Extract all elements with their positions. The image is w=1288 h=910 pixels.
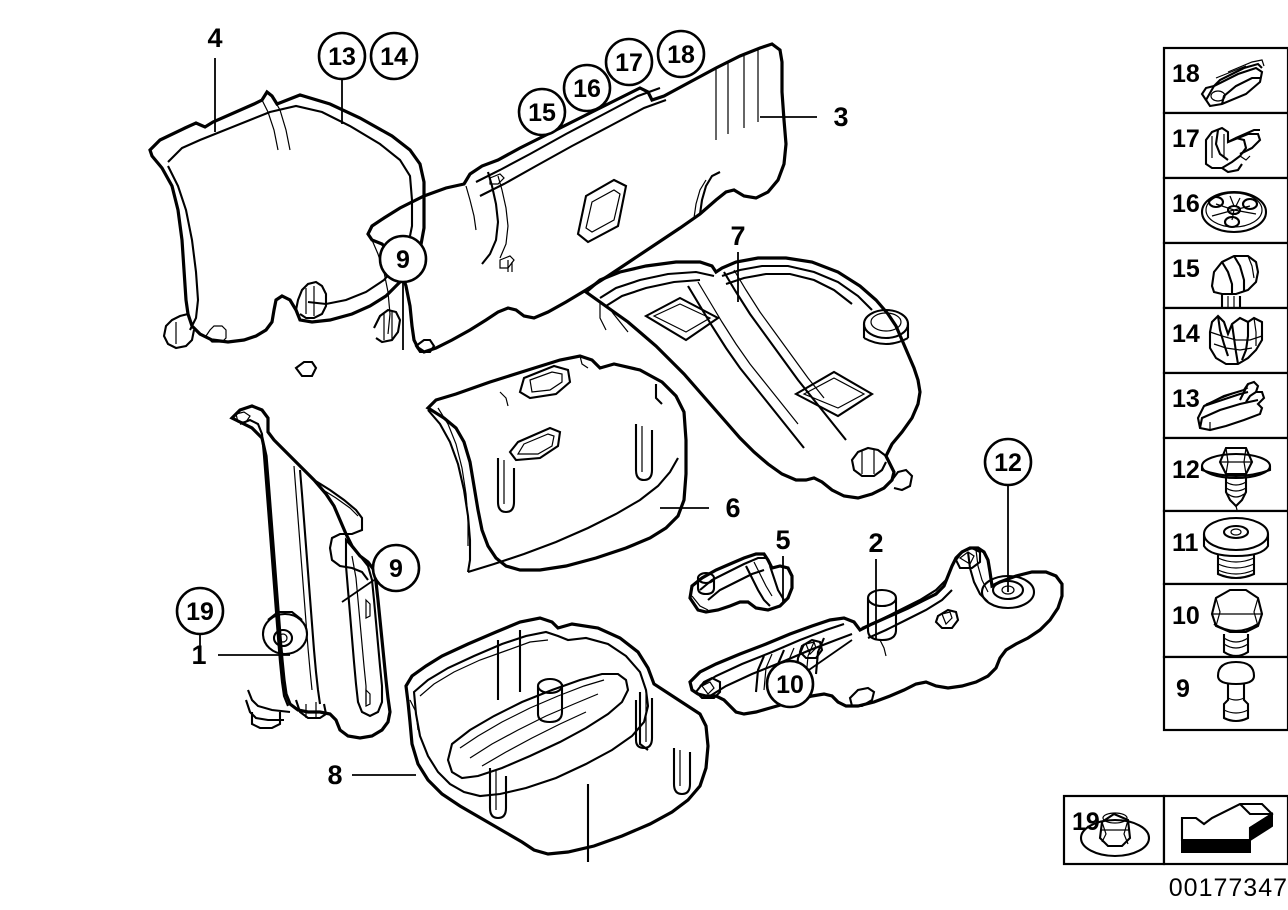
- callout-17[interactable]: 17: [604, 37, 654, 87]
- legend-cell-11[interactable]: 11: [1162, 509, 1288, 586]
- callout-3[interactable]: 3: [833, 102, 848, 132]
- callout-15-label: 15: [528, 99, 556, 127]
- legend-cell-9[interactable]: 9: [1162, 655, 1288, 732]
- part-1-left-pillar-trim: [229, 404, 392, 740]
- callout-1-label: 1: [191, 640, 206, 670]
- hex-nut-with-washer-icon: [1079, 812, 1151, 858]
- callout-5[interactable]: 5: [775, 525, 790, 555]
- legend-cell-11-number: 11: [1172, 529, 1199, 557]
- callout-13-label: 13: [328, 43, 356, 71]
- legend-cell-17-box: [1162, 111, 1288, 180]
- callout-16[interactable]: 16: [562, 63, 612, 113]
- round-head-plug-screw-icon: [1202, 516, 1270, 580]
- callout-15-circle: [517, 87, 567, 137]
- callout-10-label: 10: [776, 671, 804, 699]
- legend-cell-19[interactable]: 19: [1062, 794, 1166, 866]
- hex-flange-bolt-icon: [1210, 588, 1264, 658]
- legend-cell-10[interactable]: 10: [1162, 582, 1288, 659]
- legend-cell-12[interactable]: 12: [1162, 436, 1288, 515]
- legend-cell-15-number: 15: [1172, 255, 1200, 283]
- callout-8-label: 8: [327, 760, 342, 790]
- flat-spring-clip-icon: [1196, 380, 1266, 432]
- callout-9-lower-circle: [371, 543, 421, 593]
- callout-3-label: 3: [833, 102, 848, 132]
- callout-18[interactable]: 18: [656, 29, 706, 79]
- callout-9-upper-label: 9: [396, 246, 410, 274]
- callout-2[interactable]: 2: [868, 528, 883, 558]
- legend-cell-16-number: 16: [1172, 190, 1200, 218]
- part-6-storage-box-lid: [425, 354, 688, 574]
- callout-8[interactable]: 8: [327, 760, 342, 790]
- hex-head-washer-screw-icon: [1200, 446, 1272, 515]
- callout-13[interactable]: 13: [317, 31, 367, 81]
- callout-17-circle: [604, 37, 654, 87]
- diagram-id-code: 00177347: [1169, 874, 1288, 902]
- legend-cell-15[interactable]: 15: [1162, 241, 1288, 318]
- legend-cell-19-number: 19: [1072, 808, 1100, 836]
- callout-19-label: 19: [186, 598, 214, 626]
- callout-12-label: 12: [994, 449, 1022, 477]
- callout-4-label: 4: [207, 23, 222, 53]
- callout-12-circle: [983, 437, 1033, 487]
- retaining-clip-bracket-icon: [1200, 59, 1265, 108]
- callout-18-label: 18: [667, 41, 695, 69]
- callout-19[interactable]: 19: [175, 586, 225, 636]
- callout-12[interactable]: 12: [983, 437, 1033, 487]
- callout-15[interactable]: 15: [517, 87, 567, 137]
- legend-cell-14[interactable]: 14: [1162, 306, 1288, 375]
- legend-cell-15-box: [1162, 241, 1288, 310]
- callout-9-upper[interactable]: 9: [378, 234, 428, 284]
- legend-cell-14-box: [1162, 306, 1288, 375]
- callout-19-circle: [175, 586, 225, 636]
- legend-cell-14-number: 14: [1172, 320, 1200, 348]
- callout-10[interactable]: 10: [765, 659, 815, 709]
- legend-cell-18-number: 18: [1172, 60, 1200, 88]
- legend-cell-10-number: 10: [1172, 602, 1200, 630]
- legend-cell-17[interactable]: 17: [1162, 111, 1288, 180]
- callout-13-circle: [317, 31, 367, 81]
- callout-9-lower-label: 9: [389, 555, 403, 583]
- callout-6[interactable]: 6: [725, 493, 740, 523]
- callout-6-label: 6: [725, 493, 740, 523]
- callout-7[interactable]: 7: [730, 221, 745, 251]
- callout-2-label: 2: [868, 528, 883, 558]
- spring-metal-clip-icon: [1204, 126, 1262, 174]
- callout-17-label: 17: [615, 49, 643, 77]
- callout-10-circle: [765, 659, 815, 709]
- legend-cell-17-number: 17: [1172, 125, 1200, 153]
- callout-14-circle: [369, 31, 419, 81]
- legend-cell-9-number: 9: [1176, 675, 1190, 703]
- callout-5-label: 5: [775, 525, 790, 555]
- callout-1[interactable]: 1: [191, 640, 206, 670]
- callout-9-upper-circle: [378, 234, 428, 284]
- callout-16-circle: [562, 63, 612, 113]
- legend-cell-13-number: 13: [1172, 385, 1200, 413]
- callout-18-circle: [656, 29, 706, 79]
- callout-14-label: 14: [380, 43, 408, 71]
- legend-cell-18[interactable]: 18: [1162, 46, 1288, 115]
- part-4-rear-side-trim-panel: [148, 89, 426, 350]
- expanding-clip-icon: [1208, 314, 1264, 366]
- callout-14[interactable]: 14: [369, 31, 419, 81]
- callout-7-label: 7: [730, 221, 745, 251]
- callout-4[interactable]: 4: [207, 23, 222, 53]
- part-5-small-bracket: [688, 552, 794, 614]
- callout-9-lower[interactable]: 9: [371, 543, 421, 593]
- direction-arrow-icon: [1180, 802, 1274, 853]
- legend-cell-arrow[interactable]: [1162, 794, 1288, 866]
- part-8-storage-tub: [404, 616, 710, 862]
- callout-16-label: 16: [573, 75, 601, 103]
- round-disc-grommet-icon: [1200, 190, 1268, 234]
- callout-leaders: [199, 58, 1009, 776]
- legend-cell-19-box: [1062, 794, 1166, 866]
- part-7-floor-tray-panel: [583, 256, 922, 500]
- dome-head-rivet-icon: [1216, 660, 1256, 723]
- legend-cell-13[interactable]: 13: [1162, 371, 1288, 440]
- legend-cell-12-number: 12: [1172, 456, 1200, 484]
- legend-cell-16[interactable]: 16: [1162, 176, 1288, 245]
